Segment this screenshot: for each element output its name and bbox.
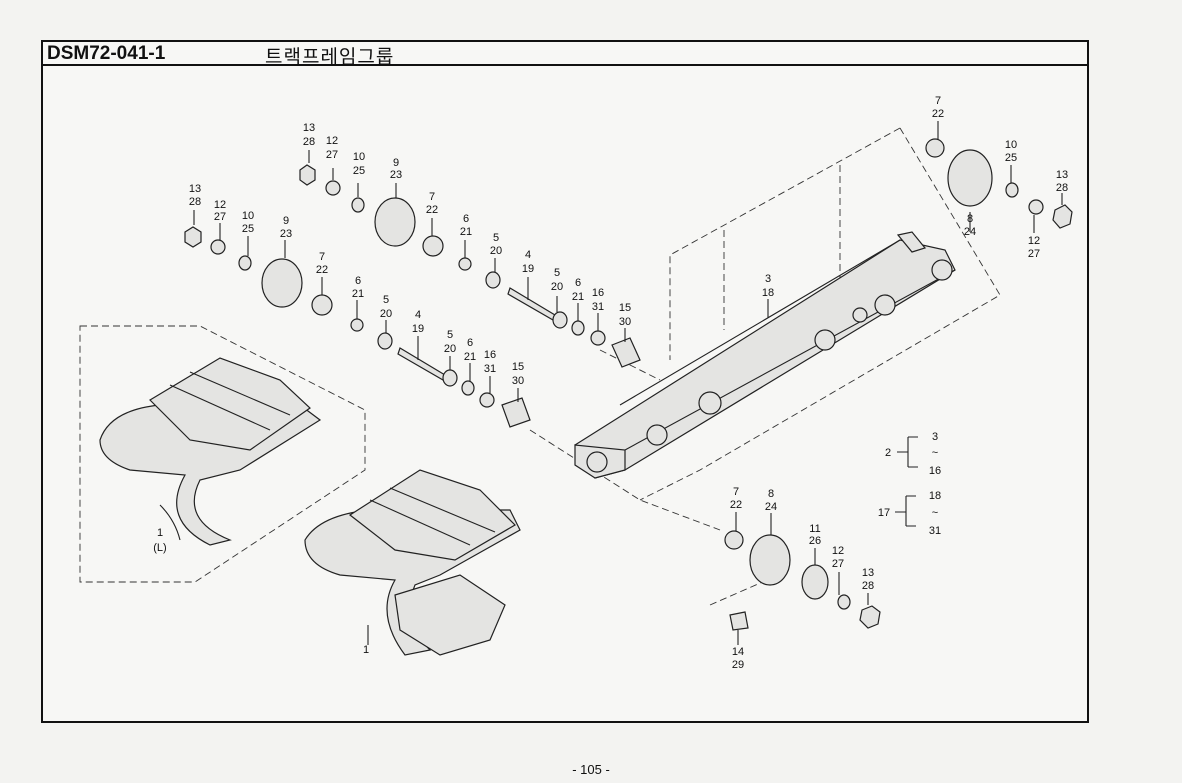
callout-code: 28 — [189, 196, 201, 208]
callout-code: 31 — [592, 301, 604, 313]
group-num: 2 — [885, 447, 891, 459]
callout-code: (L) — [153, 542, 166, 554]
callout-code: 26 — [809, 535, 821, 547]
callout-num: 5 — [493, 232, 499, 244]
callout-num: 5 — [383, 294, 389, 306]
callout-num: 6 — [467, 337, 473, 349]
callout-num: 6 — [463, 213, 469, 225]
callout-num: 1 — [363, 644, 369, 656]
title-bar: DSM72-041-1 트랙프레임그룹 — [43, 42, 1087, 68]
callout-code: 24 — [765, 501, 777, 513]
callout-code: 23 — [390, 169, 402, 181]
callout-code: 27 — [214, 211, 226, 223]
callout-num: 7 — [935, 95, 941, 107]
callout-num: 6 — [355, 275, 361, 287]
group-range-mid: ~ — [932, 507, 938, 519]
callout-num: 10 — [1005, 139, 1017, 151]
callout-num: 1 — [157, 527, 163, 539]
callout-num: 13 — [1056, 169, 1068, 181]
callout-num: 15 — [619, 302, 631, 314]
callout-code: 20 — [490, 245, 502, 257]
callout-num: 12 — [832, 545, 844, 557]
callout-num: 12 — [1028, 235, 1040, 247]
callout-code: 21 — [572, 291, 584, 303]
callout-num: 12 — [214, 199, 226, 211]
callout-num: 7 — [319, 251, 325, 263]
callout-num: 7 — [733, 486, 739, 498]
idler-assembly — [925, 138, 1073, 229]
track-frame — [574, 231, 956, 479]
callout-num: 5 — [447, 329, 453, 341]
callout-code: 23 — [280, 228, 292, 240]
callout-code: 25 — [242, 223, 254, 235]
callout-code: 22 — [426, 204, 438, 216]
callout-num: 9 — [283, 215, 289, 227]
callout-code: 20 — [380, 308, 392, 320]
callout-num: 12 — [326, 135, 338, 147]
drawing-title: 트랙프레임그룹 — [265, 46, 395, 68]
callout-code: 20 — [551, 281, 563, 293]
callout-code: 31 — [484, 363, 496, 375]
callout-num: 4 — [415, 309, 421, 321]
callout-code: 21 — [460, 226, 472, 238]
callout-num: 13 — [303, 122, 315, 134]
group-range-bot: 16 — [929, 465, 941, 477]
sprocket-assembly — [724, 530, 881, 631]
callout-code: 29 — [732, 659, 744, 671]
callout-num: 15 — [512, 361, 524, 373]
callout-num: 8 — [768, 488, 774, 500]
lower-roller-assembly — [184, 226, 531, 428]
callout-code: 20 — [444, 343, 456, 355]
callout-num: 16 — [484, 349, 496, 361]
group-range-top: 3 — [932, 431, 938, 443]
callout-num: 3 — [765, 273, 771, 285]
callout-num: 14 — [732, 646, 744, 658]
callout-code: 21 — [464, 351, 476, 363]
callout-code: 24 — [964, 226, 976, 238]
page-number: - 105 - — [572, 762, 610, 777]
callout-num: 11 — [809, 523, 820, 535]
group-num: 17 — [878, 507, 890, 519]
upper-roller-assembly — [299, 164, 641, 368]
leader-lines — [159, 121, 1063, 645]
callout-code: 21 — [352, 288, 364, 300]
callout-code: 28 — [303, 136, 315, 148]
callout-labels: 13 28 12 27 10 25 9 23 7 22 6 21 5 20 4 … — [153, 95, 1068, 671]
callout-code: 22 — [932, 108, 944, 120]
callout-num: 13 — [862, 567, 874, 579]
callout-num: 16 — [592, 287, 604, 299]
callout-num: 10 — [242, 210, 254, 222]
callout-num: 4 — [525, 249, 531, 261]
group-labels: 2 3 ~ 16 17 18 ~ 31 — [878, 431, 941, 537]
track-belt-left — [99, 357, 322, 546]
callout-num: 6 — [575, 277, 581, 289]
callout-code: 22 — [730, 499, 742, 511]
callout-num: 5 — [554, 267, 560, 279]
callout-code: 28 — [1056, 182, 1068, 194]
drawing-code: DSM72-041-1 — [47, 43, 166, 64]
callout-num: 9 — [393, 157, 399, 169]
callout-code: 30 — [512, 375, 524, 387]
callout-code: 27 — [1028, 248, 1040, 260]
group-range-bot: 31 — [929, 525, 941, 537]
callout-code: 19 — [412, 323, 424, 335]
callout-code: 22 — [316, 264, 328, 276]
callout-num: 13 — [189, 183, 201, 195]
callout-code: 18 — [762, 287, 774, 299]
callout-num: 7 — [429, 191, 435, 203]
callout-code: 30 — [619, 316, 631, 328]
callout-code: 27 — [326, 149, 338, 161]
group-range-top: 18 — [929, 490, 941, 502]
callout-code: 25 — [1005, 152, 1017, 164]
callout-code: 27 — [832, 558, 844, 570]
track-belt-right — [304, 469, 521, 656]
callout-code: 19 — [522, 263, 534, 275]
callout-num: 10 — [353, 151, 365, 163]
callout-num: 8 — [967, 213, 973, 225]
callout-code: 28 — [862, 580, 874, 592]
group-range-mid: ~ — [932, 447, 938, 459]
callout-code: 25 — [353, 165, 365, 177]
